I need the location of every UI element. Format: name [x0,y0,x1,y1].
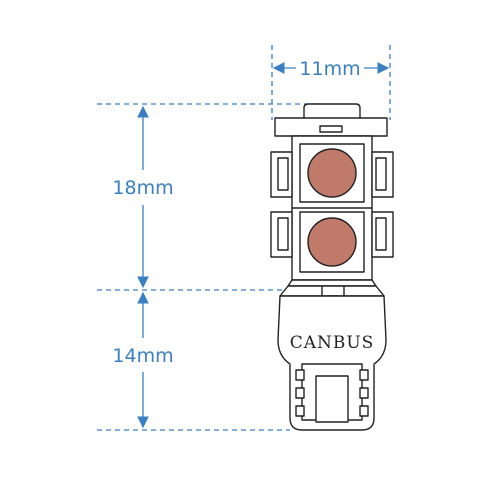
left-upper-side-led-inner [277,157,289,191]
dimension-lines [97,45,391,431]
upper-housing-inner-bar [319,125,343,133]
left-pin-mid [295,387,305,399]
right-lower-side-led-inner [375,217,387,251]
wedge-base [277,295,387,431]
base-center-slot [315,375,349,423]
right-pin-top [359,369,369,381]
upper-front-led [307,148,357,198]
left-lower-side-led-inner [277,217,289,251]
left-pin-top [295,369,305,381]
right-pin-mid [359,387,369,399]
width-dimension-label: 11mm [299,58,360,80]
canbus-label: CANBUS [290,333,375,353]
lower-height-dimension-label: 14mm [112,345,173,367]
right-upper-side-led-inner [375,157,387,191]
led-bulb [270,103,394,431]
shoulder [279,285,385,297]
right-pin-bottom [359,405,369,417]
upper-height-dimension-label: 18mm [112,177,173,199]
top-cap [303,103,361,118]
left-pin-bottom [295,405,305,417]
neck [287,279,377,287]
lower-front-led [307,217,357,267]
wedge-base-inner [301,363,363,421]
